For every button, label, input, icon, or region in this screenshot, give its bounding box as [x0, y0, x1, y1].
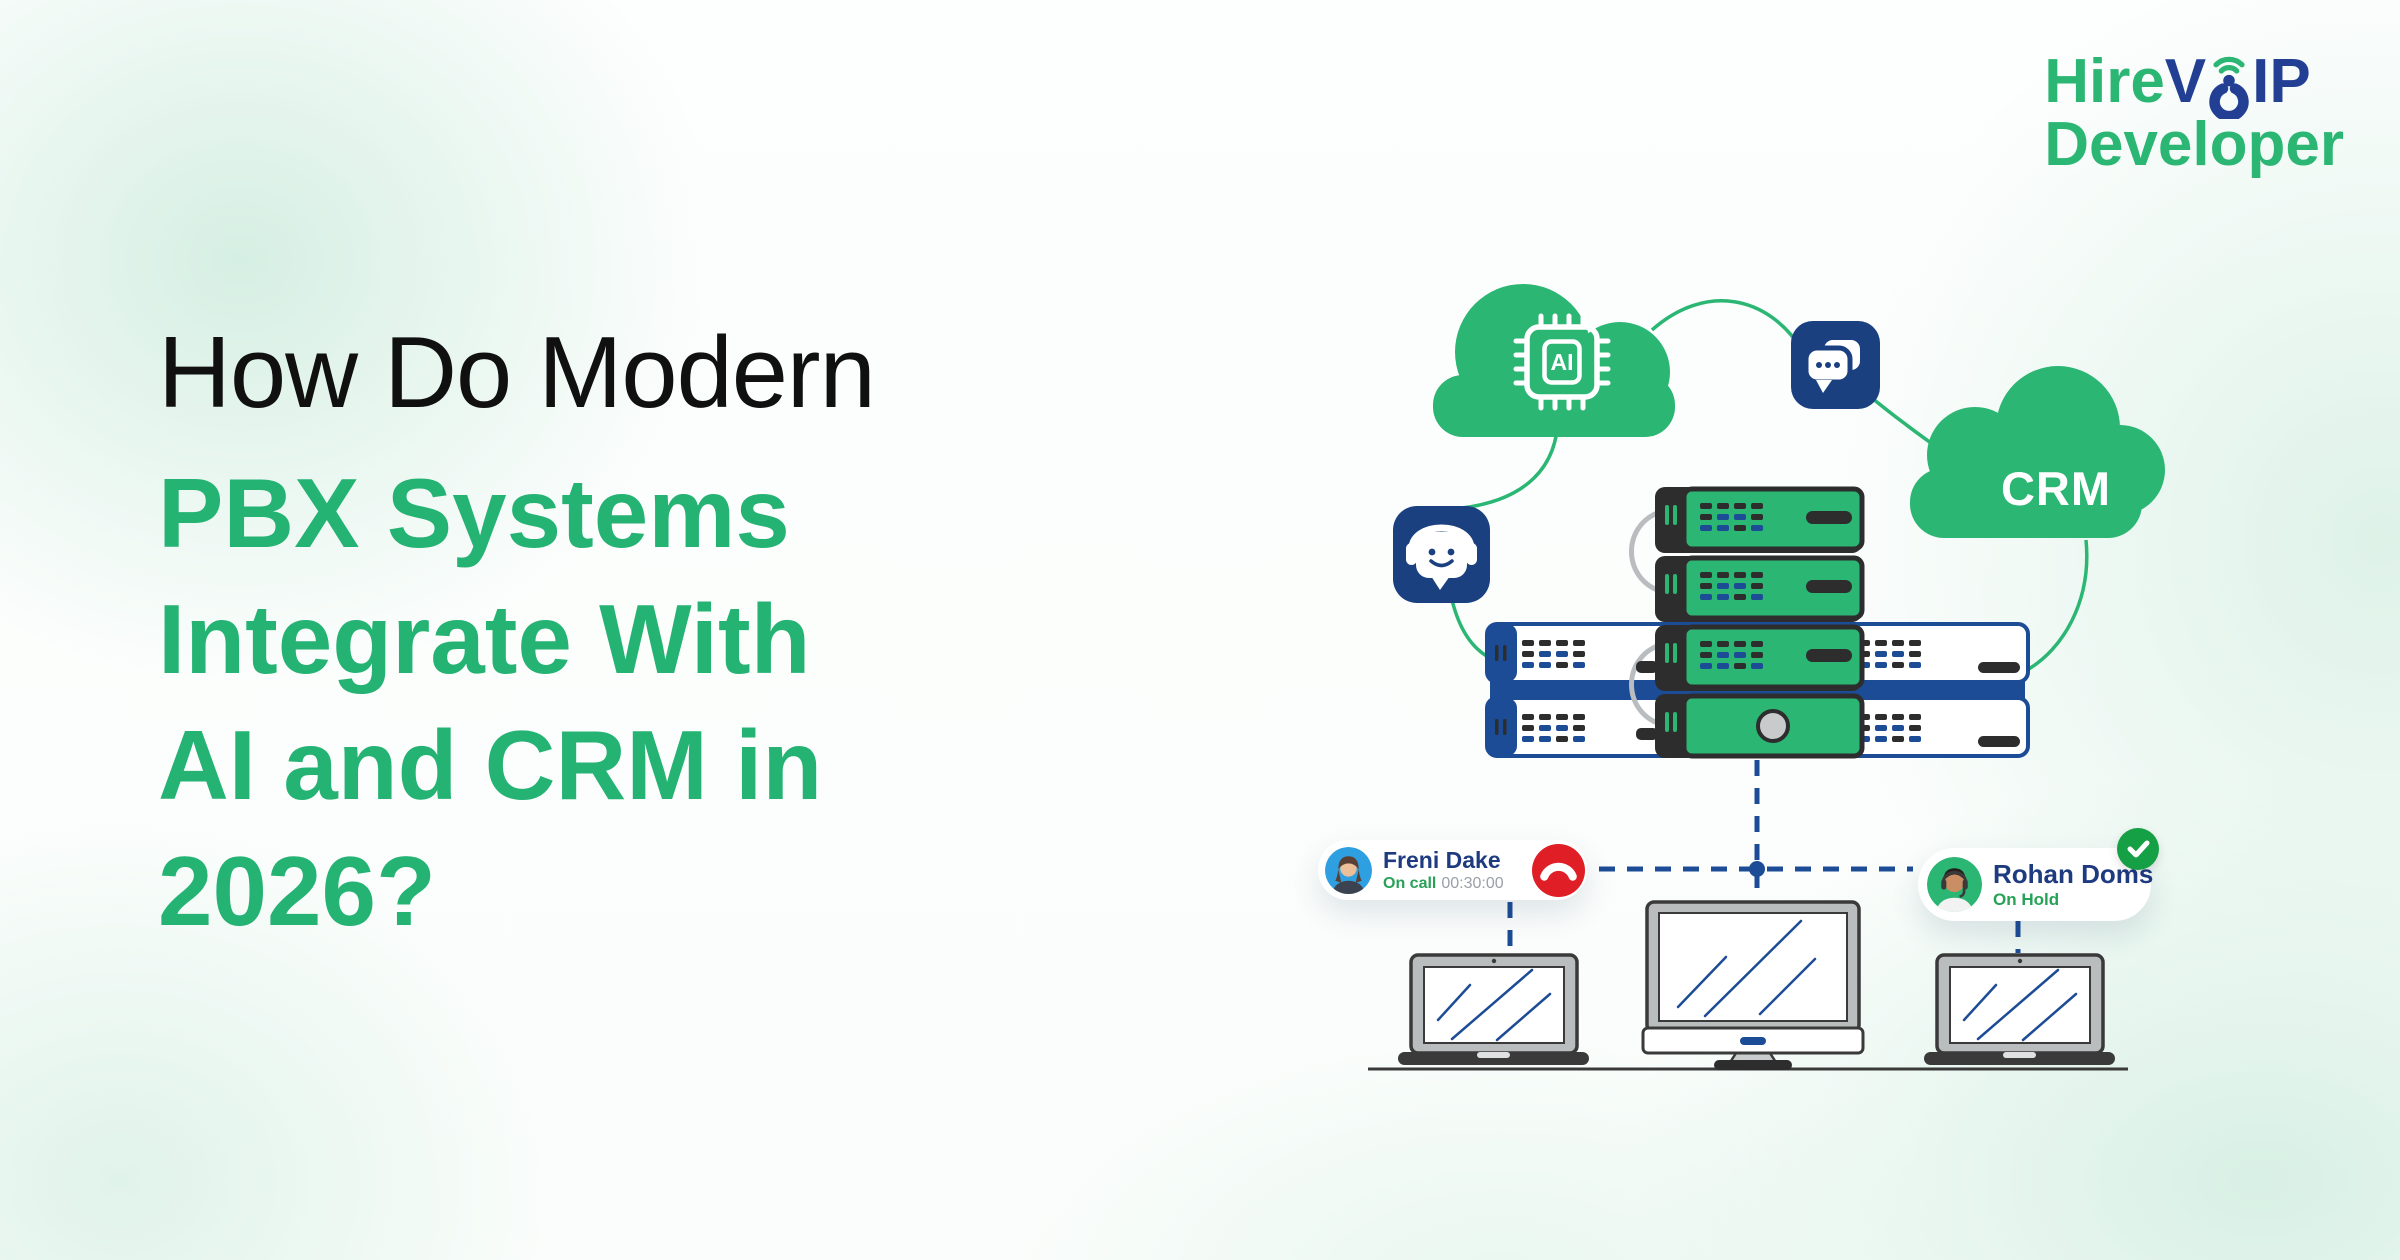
crm-cloud: CRM — [1910, 366, 2165, 538]
laptop-left — [1398, 953, 1589, 1065]
support-agent-icon — [1393, 506, 1490, 603]
laptop-right — [1924, 953, 2115, 1065]
crm-cloud-label: CRM — [2001, 462, 2111, 515]
avatar-freni — [1325, 846, 1372, 894]
checkmark-icon — [2127, 840, 2150, 858]
logo: HireV IP Developer — [2044, 46, 2344, 176]
caller-status: On call — [1383, 874, 1437, 892]
title-line-3: Integrate With — [158, 584, 811, 694]
title-line-4: AI and CRM in — [158, 710, 823, 820]
hangup-button — [1532, 843, 1585, 897]
page-title: How Do Modern PBX Systems Integrate With… — [158, 312, 876, 954]
hangup-phone-icon — [1540, 862, 1577, 881]
ai-chip-label: AI — [1551, 349, 1574, 375]
voip-o-wifi-icon — [2209, 56, 2249, 119]
caller-card-rohan: Rohan Doms On Hold — [1918, 828, 2159, 921]
avatar-rohan — [1927, 857, 1982, 912]
server-power-button — [1756, 709, 1790, 743]
logo-line1: HireV IP — [2044, 46, 2344, 119]
title-line-2: PBX Systems — [158, 458, 790, 568]
avatar-rohan-image — [1927, 857, 1982, 912]
call-accepted-badge — [2117, 828, 2159, 870]
caller-status: On Hold — [1993, 889, 2060, 909]
logo-hire: Hire — [2044, 47, 2165, 116]
chat-icon — [1791, 321, 1880, 409]
caller-status-row: On Hold — [1993, 890, 2151, 910]
green-server-stack — [1655, 486, 1865, 759]
title-line-5: 2026? — [158, 836, 436, 946]
logo-ip: IP — [2252, 47, 2311, 116]
logo-v: V — [2164, 47, 2207, 116]
title-line-1: How Do Modern — [158, 317, 876, 429]
logo-line2: Developer — [2044, 110, 2344, 179]
ai-cloud: AI — [1433, 284, 1675, 437]
ai-chip-icon — [1513, 313, 1611, 411]
avatar-freni-image — [1325, 846, 1372, 894]
call-timer: 00:30:00 — [1441, 874, 1504, 892]
desktop-monitor — [1641, 900, 1865, 1070]
server-cables — [1629, 509, 1661, 740]
junction-dot — [1749, 861, 1765, 877]
caller-name: Freni Dake — [1383, 846, 1501, 873]
